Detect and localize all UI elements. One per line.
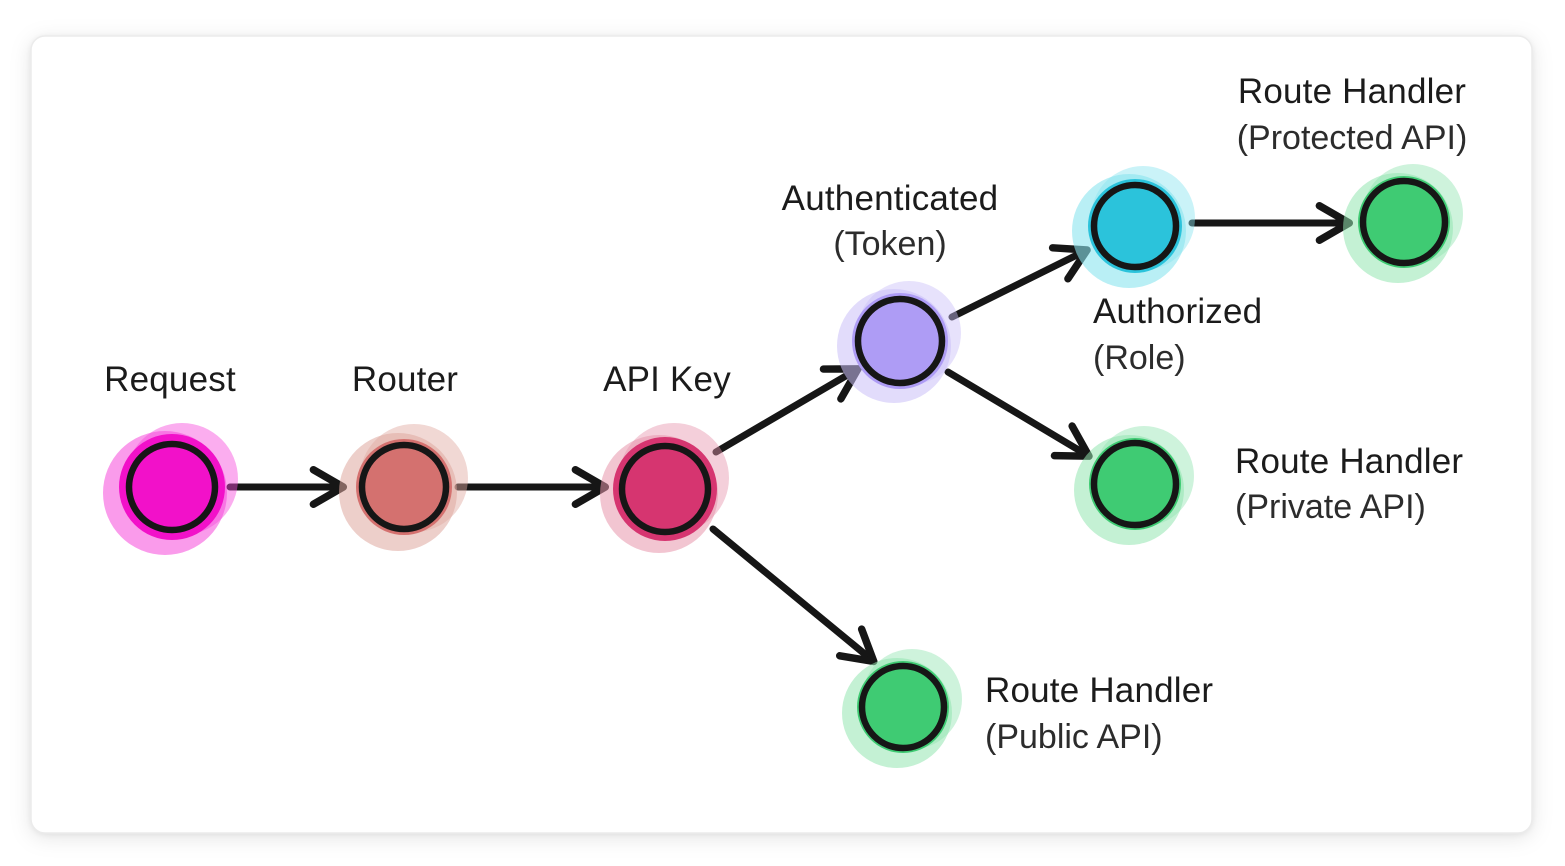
node-core — [1089, 438, 1181, 530]
label-router: Router — [352, 360, 458, 399]
node-request — [103, 423, 238, 555]
node-core — [356, 439, 452, 535]
node-api-key — [600, 423, 729, 553]
node-ring — [854, 295, 946, 387]
node-route-handler-protected — [1343, 164, 1463, 283]
node-authorized — [1072, 166, 1195, 288]
sublabel-public-api: (Public API) — [985, 718, 1163, 756]
sublabel-role: (Role) — [1093, 339, 1186, 377]
label-route-handler-protected: Route Handler — [1238, 72, 1466, 111]
label-request: Request — [104, 360, 236, 399]
label-api-key: API Key — [603, 360, 731, 399]
node-core — [1358, 176, 1450, 268]
node-router — [339, 424, 468, 551]
node-ring — [125, 440, 219, 534]
node-ring — [1359, 177, 1449, 267]
edge-authenticated-private — [944, 368, 1093, 460]
edge-api-key-public — [709, 525, 878, 666]
edge-api-key-authenticated — [712, 365, 862, 456]
node-authenticated — [837, 281, 961, 403]
node-ring — [618, 442, 712, 536]
edge-authenticated-authorized — [948, 244, 1091, 321]
node-core — [857, 661, 949, 753]
node-core — [852, 293, 948, 389]
node-route-handler-public — [842, 649, 962, 768]
sublabel-protected-api: (Protected API) — [1237, 119, 1468, 157]
node-route-handler-private — [1074, 426, 1194, 545]
edges — [226, 202, 1354, 666]
node-ring — [1090, 439, 1180, 529]
label-authenticated: Authenticated — [782, 179, 999, 218]
node-core — [119, 434, 225, 540]
node-ring — [1090, 181, 1180, 271]
node-core — [1088, 179, 1182, 273]
sublabel-private-api: (Private API) — [1235, 488, 1426, 526]
node-ring — [858, 662, 948, 752]
labels: Request Router API Key Authenticated (To… — [104, 72, 1467, 756]
node-ring — [358, 441, 450, 533]
sublabel-token: (Token) — [833, 225, 946, 263]
label-route-handler-public: Route Handler — [985, 671, 1213, 710]
label-authorized: Authorized — [1093, 292, 1262, 331]
label-route-handler-private: Route Handler — [1235, 442, 1463, 481]
node-core — [613, 437, 717, 541]
